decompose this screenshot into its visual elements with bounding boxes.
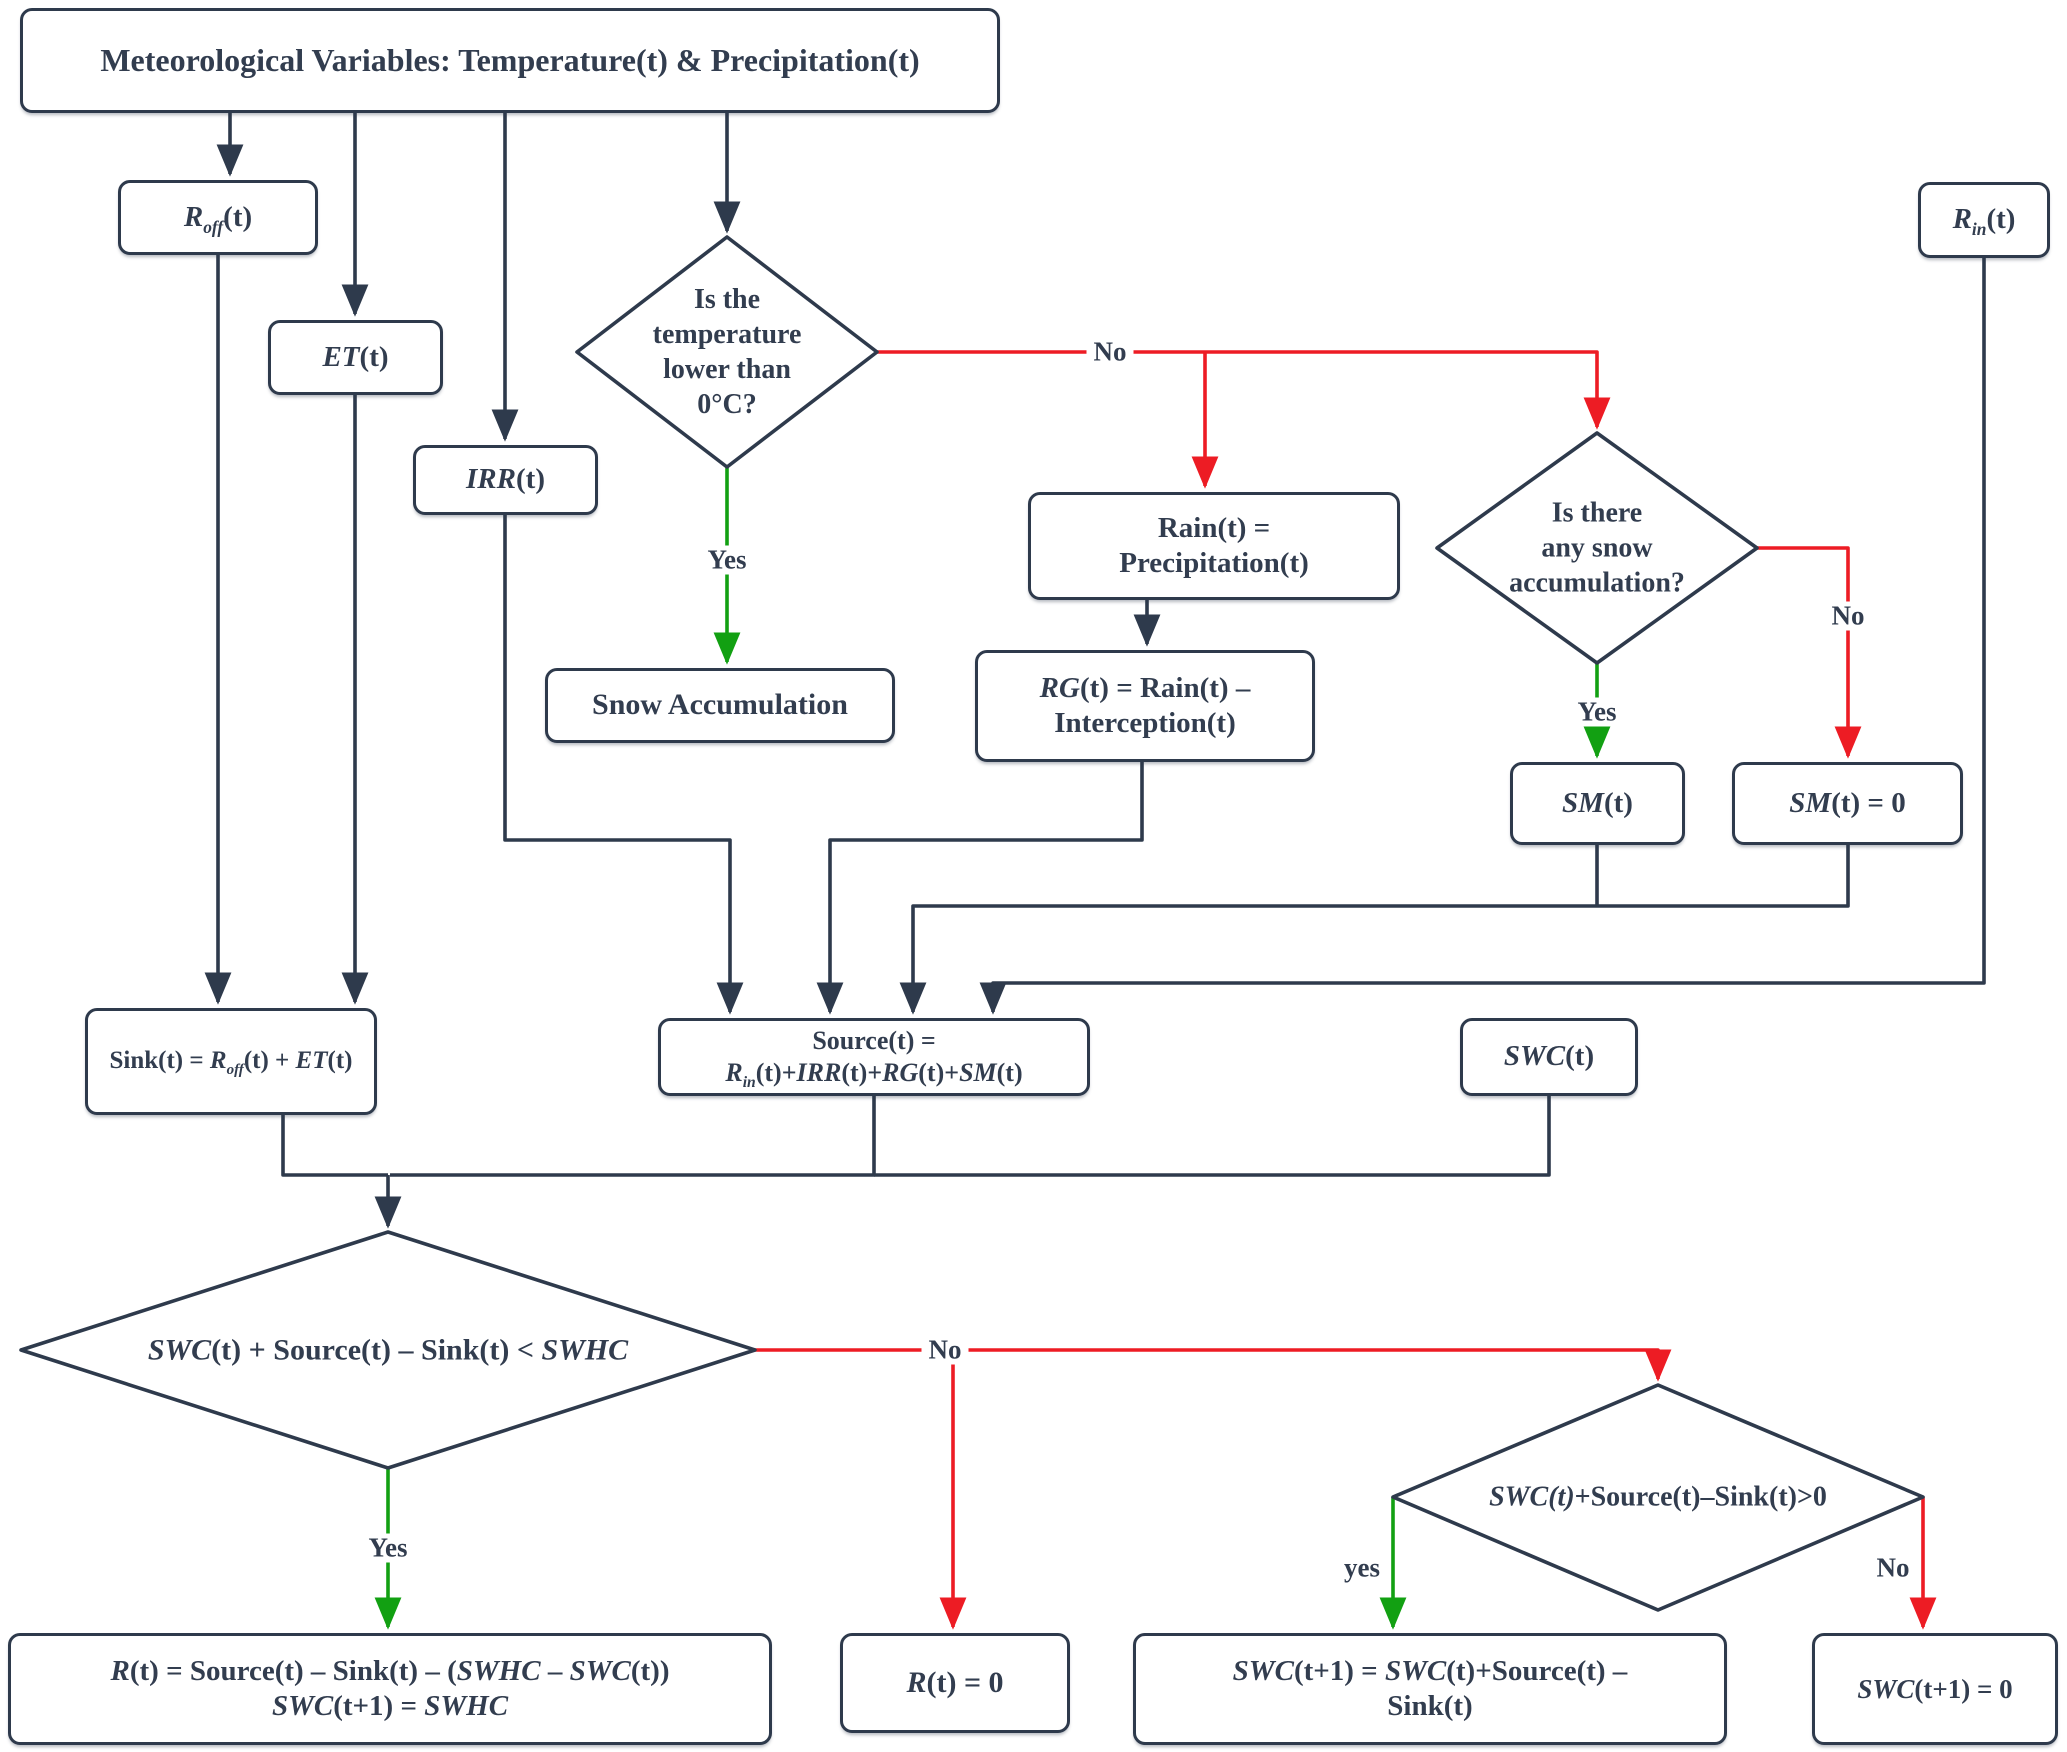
node-swc-next-zero: SWC(t+1) = 0 xyxy=(1812,1633,2058,1745)
node-roff: Roff(t) xyxy=(118,180,318,255)
edge-rg-to-source xyxy=(816,762,1144,1015)
label-swhc-no: No xyxy=(921,1335,969,1365)
label-swhc-yes: Yes xyxy=(361,1533,415,1563)
label-zero-yes: yes xyxy=(1337,1553,1387,1583)
node-swc-next-label: SWC(t+1) = SWC(t)+Source(t) –Sink(t) xyxy=(1232,1654,1628,1722)
node-swc: SWC(t) xyxy=(1460,1018,1638,1096)
node-runoff-result: R(t) = Source(t) – Sink(t) – (SWHC – SWC… xyxy=(8,1633,772,1745)
node-sm-label: SM(t) xyxy=(1562,786,1633,819)
node-rin: Rin(t) xyxy=(1918,182,2050,258)
edge-swhc-no-to-zero-decision xyxy=(755,1348,1672,1382)
node-source: Source(t) = Rin(t)+IRR(t)+RG(t)+SM(t) xyxy=(658,1018,1090,1096)
node-et-label: ET(t) xyxy=(322,340,389,373)
node-rg-label: RG(t) = Rain(t) –Interception(t) xyxy=(1039,671,1251,739)
node-sink: Sink(t) = Roff(t) + ET(t) xyxy=(85,1008,377,1115)
edge-sink-to-collector xyxy=(281,1115,388,1177)
node-meteorological-variables-label: Meteorological Variables: Temperature(t)… xyxy=(100,41,920,78)
node-snow-accumulation: Snow Accumulation xyxy=(545,668,895,743)
label-snow-no: No xyxy=(1824,601,1872,631)
node-rg: RG(t) = Rain(t) –Interception(t) xyxy=(975,650,1315,762)
edge-irr-to-source xyxy=(503,515,744,1015)
decision-swhc-diamond xyxy=(19,1230,757,1470)
node-snow-accumulation-label: Snow Accumulation xyxy=(592,688,848,722)
label-temp-no: No xyxy=(1086,337,1134,367)
node-swc-next: SWC(t+1) = SWC(t)+Source(t) –Sink(t) xyxy=(1133,1633,1727,1745)
node-swc-next-zero-label: SWC(t+1) = 0 xyxy=(1857,1673,2013,1704)
node-rin-label: Rin(t) xyxy=(1952,203,2016,240)
node-meteorological-variables: Meteorological Variables: Temperature(t)… xyxy=(20,8,1000,113)
decision-snow-diamond xyxy=(1435,431,1759,665)
edge-source-to-collector xyxy=(390,1096,876,1177)
edge-temp-no-to-snow-decision xyxy=(875,350,1611,430)
node-sm-zero-label: SM(t) = 0 xyxy=(1789,786,1906,819)
node-rain: Rain(t) =Precipitation(t) xyxy=(1028,492,1400,600)
node-sm-zero: SM(t) = 0 xyxy=(1732,762,1963,845)
label-temp-yes: Yes xyxy=(700,545,754,575)
decision-temperature-diamond xyxy=(575,235,879,469)
node-roff-label: Roff(t) xyxy=(183,200,253,237)
node-r-zero: R(t) = 0 xyxy=(840,1633,1070,1733)
node-sink-label: Sink(t) = Roff(t) + ET(t) xyxy=(109,1047,353,1079)
decision-zero-diamond xyxy=(1391,1383,1925,1612)
decision-zero-label: SWC(t)+Source(t)–Sink(t)>0 xyxy=(1489,1481,1827,1513)
edge-rin-to-source xyxy=(979,258,1986,1015)
edge-sm0-to-source xyxy=(899,845,1850,1015)
node-swc-label: SWC(t) xyxy=(1503,1040,1595,1073)
node-et: ET(t) xyxy=(268,320,443,395)
node-irr-label: IRR(t) xyxy=(466,463,545,496)
node-runoff-result-label: R(t) = Source(t) – Sink(t) – (SWHC – SWC… xyxy=(110,1654,670,1722)
node-sm: SM(t) xyxy=(1510,762,1685,845)
decision-swhc-label: SWC(t) + Source(t) – Sink(t) < SWHC xyxy=(147,1333,629,1367)
node-irr: IRR(t) xyxy=(413,445,598,515)
edge-snow-no-to-sm0 xyxy=(1757,546,1862,759)
label-zero-no: No xyxy=(1869,1553,1917,1583)
node-r-zero-label: R(t) = 0 xyxy=(906,1665,1004,1699)
edge-swc-to-collector xyxy=(874,1096,1551,1177)
label-snow-yes: Yes xyxy=(1570,697,1624,727)
node-rain-label: Rain(t) =Precipitation(t) xyxy=(1119,511,1309,579)
node-source-label: Source(t) = Rin(t)+IRR(t)+RG(t)+SM(t) xyxy=(725,1026,1023,1092)
